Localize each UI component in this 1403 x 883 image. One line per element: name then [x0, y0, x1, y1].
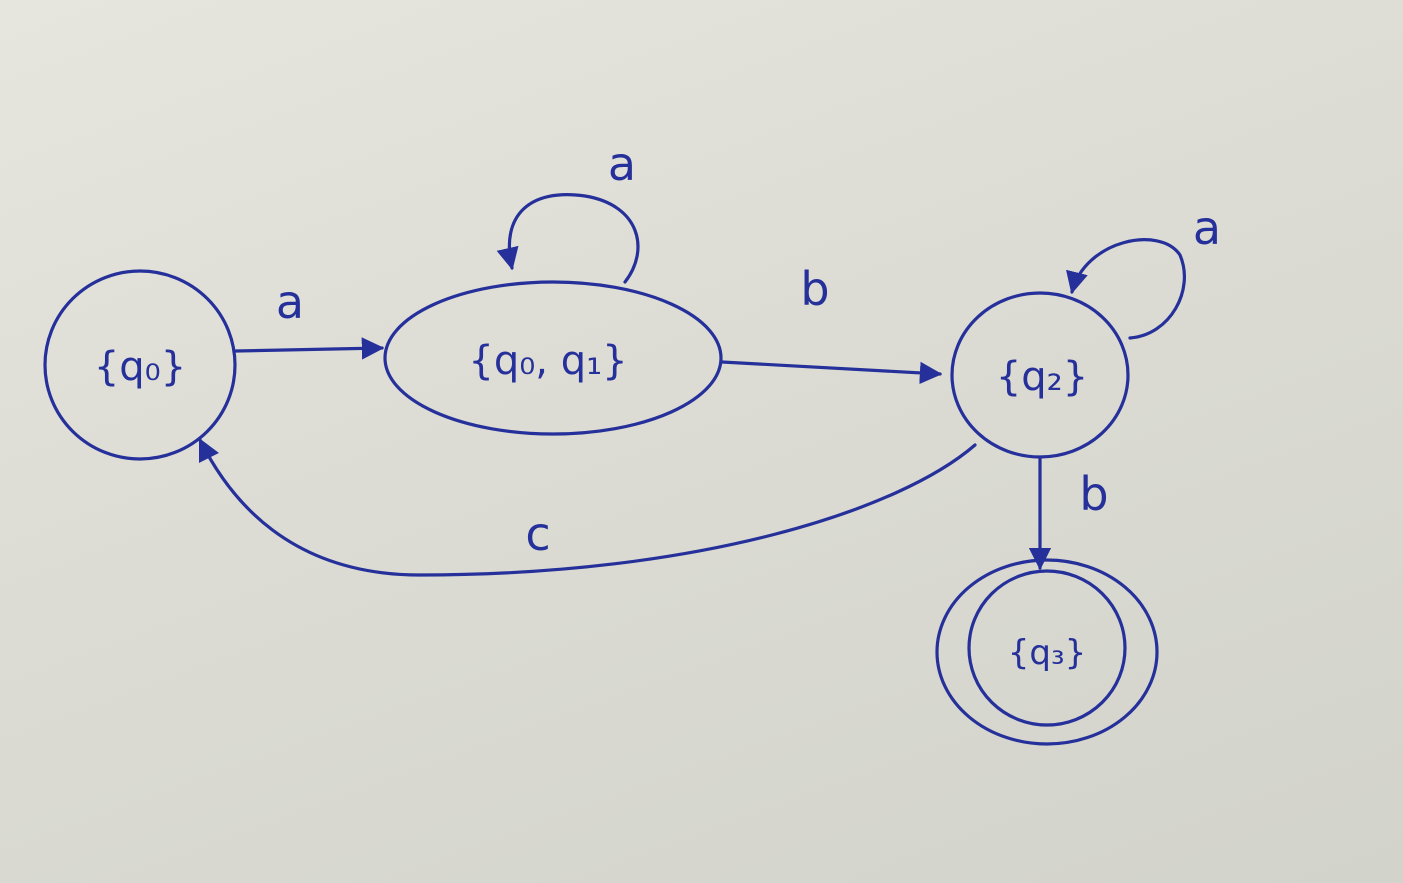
transition-q0-to-q0q1: a	[234, 275, 385, 360]
transition-q2-to-q3-label: b	[1079, 467, 1108, 521]
transition-q2-self-loop-label: a	[1193, 201, 1221, 255]
state-q0q1-label: {q₀, q₁}	[468, 338, 627, 384]
state-q3-inner-circle	[967, 569, 1127, 727]
transition-q2-to-q0-arrow	[198, 437, 977, 577]
state-q0q1-ellipse	[383, 280, 723, 436]
transition-q2-self-loop-arrow	[1066, 238, 1186, 340]
transition-q0q1-to-q2-label: b	[800, 262, 829, 316]
state-q2: {q₂}	[950, 291, 1130, 459]
transition-q2-to-q3: b	[1028, 455, 1109, 571]
state-q0q1: {q₀, q₁}	[383, 280, 723, 436]
state-q0-circle	[43, 269, 237, 461]
transition-q2-self-loop: a	[1066, 201, 1221, 340]
state-q0: {q₀}	[43, 269, 237, 461]
state-q3: {q₃}	[935, 558, 1159, 746]
transition-q0q1-to-q2-arrow	[720, 360, 943, 385]
state-q0-label: {q₀}	[94, 344, 186, 390]
transition-q2-to-q0: c	[198, 437, 977, 577]
transition-q0-to-q0q1-label: a	[276, 275, 304, 329]
transition-q0q1-self-loop: a	[496, 137, 640, 284]
state-q3-label: {q₃}	[1008, 633, 1086, 673]
transition-q0q1-self-loop-arrow	[496, 193, 640, 284]
transition-q0-to-q0q1-arrow	[234, 337, 385, 360]
transition-q0q1-self-loop-label: a	[608, 137, 636, 191]
state-q2-label: {q₂}	[996, 354, 1088, 400]
transition-q2-to-q0-label: c	[525, 507, 550, 561]
transition-q0q1-to-q2: b	[720, 262, 943, 385]
